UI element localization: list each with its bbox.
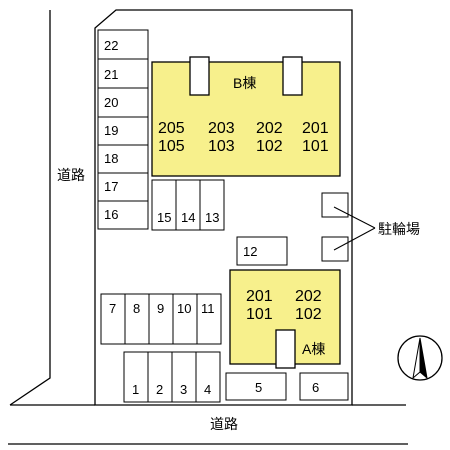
- parking-space: [236, 236, 288, 266]
- building-b-stair-left: [189, 56, 210, 96]
- parking-space: [172, 293, 198, 345]
- parking-space: [124, 293, 150, 345]
- building-b: B棟 205 203 202 201 105 103 102 101: [151, 56, 341, 177]
- building-b-room: 101: [302, 138, 329, 155]
- parking-space: [147, 351, 173, 403]
- building-b-room: 203: [208, 120, 235, 137]
- parking-space-number: 11: [201, 301, 215, 316]
- parking-space-number: 15: [157, 210, 171, 225]
- parking-space-number: 4: [204, 382, 211, 397]
- bike-parking-label: 駐輪場: [378, 221, 420, 237]
- parking-space: [97, 58, 149, 89]
- building-b-stair-right: [282, 56, 303, 96]
- roads: [8, 10, 408, 445]
- parking-space: [123, 351, 149, 403]
- parking-space: [97, 87, 149, 118]
- building-a-room: 102: [295, 306, 322, 323]
- west-road-edge: [9, 10, 51, 406]
- building-a-label: A棟: [302, 341, 325, 357]
- parking-left-column: [97, 29, 149, 230]
- parking-space: [97, 116, 149, 146]
- parking-space-number: 9: [157, 301, 164, 316]
- parking-space: [225, 372, 287, 401]
- parking-space-number: 1: [132, 382, 139, 397]
- building-b-room: 102: [256, 138, 283, 155]
- parking-space: [97, 172, 149, 202]
- parking-space: [97, 144, 149, 174]
- parking-space-number: 3: [180, 382, 187, 397]
- south-road-label: 道路: [210, 416, 238, 432]
- parking-space-number: 2: [156, 382, 163, 397]
- parking-space: [148, 293, 174, 345]
- parking-space-number: 6: [312, 380, 319, 395]
- parking-space-number: 21: [104, 67, 118, 82]
- building-a-room: 201: [246, 288, 273, 305]
- parking-space: [299, 372, 349, 401]
- building-b-room: 202: [256, 120, 283, 137]
- parking-space-number: 19: [104, 123, 118, 138]
- parking-space-number: 13: [205, 210, 219, 225]
- building-b-room: 201: [302, 120, 329, 137]
- parking-space-number: 18: [104, 151, 118, 166]
- parking-space-number: 12: [243, 244, 257, 259]
- building-b-footprint: [151, 61, 341, 177]
- building-a-room: 101: [246, 306, 273, 323]
- building-b-room: 205: [158, 120, 185, 137]
- parking-space-number: 14: [181, 210, 195, 225]
- building-b-label: B棟: [233, 75, 256, 91]
- parking-space: [151, 179, 177, 231]
- building-b-room: 105: [158, 138, 185, 155]
- bike-parking-leader-lower: [333, 227, 376, 251]
- bike-parking-leader-upper: [333, 206, 376, 229]
- bike-parking-box-upper: [321, 192, 349, 218]
- parking-space: [195, 351, 221, 403]
- parking-space-number: 17: [104, 179, 118, 194]
- parking-space-number: 20: [104, 95, 118, 110]
- parking-space-number: 8: [133, 301, 140, 316]
- parking-middle-row: [151, 179, 225, 231]
- parking-space-number: 16: [104, 207, 118, 222]
- west-road-label: 道路: [57, 167, 85, 183]
- parking-space-number: 10: [177, 301, 191, 316]
- parking-space: [196, 293, 222, 345]
- parking-space: [199, 179, 225, 231]
- bike-parking: 駐輪場: [321, 192, 420, 262]
- building-b-room: 103: [208, 138, 235, 155]
- north-arrow-icon: [397, 335, 443, 381]
- parking-space: [171, 351, 197, 403]
- parking-row-7-11: [100, 293, 222, 345]
- parking-space-number: 5: [255, 380, 262, 395]
- parking-space-number: 7: [109, 301, 116, 316]
- parking-row-1-4: [123, 351, 221, 403]
- parking-space: [97, 29, 149, 60]
- parking-space: [97, 200, 149, 230]
- parking-space: [100, 293, 126, 345]
- parking-space-number: 22: [104, 38, 118, 53]
- building-a-room: 202: [295, 288, 322, 305]
- building-a-stair: [275, 329, 296, 369]
- building-a: A棟 201 202 101 102: [229, 269, 341, 369]
